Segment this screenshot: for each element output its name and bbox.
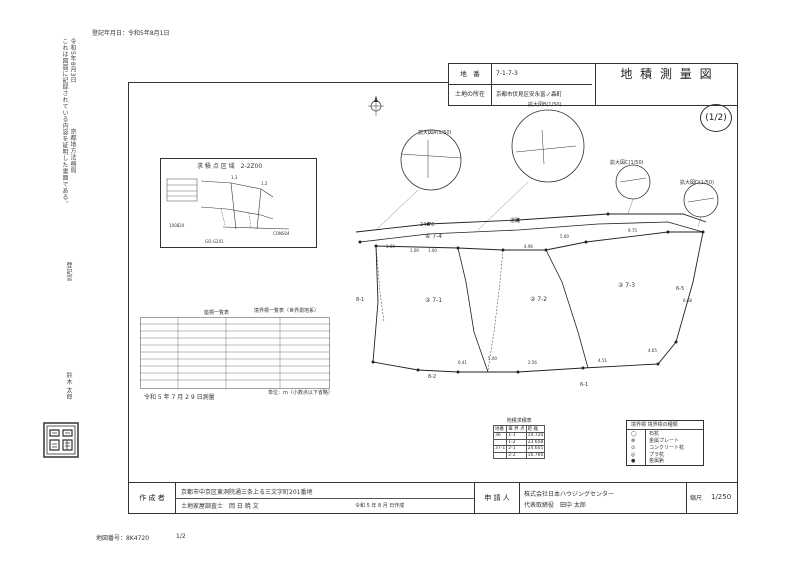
key-map-title: 求 積 点 区 域 2-2Z00 bbox=[197, 163, 263, 170]
bottom-info-block: 作 成 者 京都市中京区東洞院通三条上る三文字町201番地 土地家屋調査士 岡 … bbox=[128, 482, 738, 514]
lot-label-3: ② 7-2 bbox=[530, 296, 548, 303]
road-label-4: 6-5 bbox=[676, 286, 685, 292]
detail-label-b: 拡大図B(1/50) bbox=[528, 102, 562, 108]
lot-label-1: ⑥ 7-4 bbox=[425, 233, 443, 240]
legend-marker-icon: ◎ bbox=[631, 452, 636, 458]
legend-marker-icon: ⊙ bbox=[631, 445, 636, 451]
svg-text:1.3: 1.3 bbox=[231, 175, 238, 180]
certification-office: 京都地方法務局 bbox=[69, 128, 76, 174]
area-col-point: 筆 界 点 bbox=[506, 425, 527, 433]
area-table-title: 地積求積表 bbox=[506, 418, 532, 424]
certification-text: これは図面に記録されている内容を証明した書面である。 bbox=[61, 38, 68, 207]
svg-text:4.96: 4.96 bbox=[524, 244, 533, 249]
svg-text:4.51: 4.51 bbox=[598, 358, 607, 363]
svg-text:1.2: 1.2 bbox=[261, 181, 268, 186]
detail-label-d: 拡大図D(1/50) bbox=[680, 180, 714, 186]
page-number: 1/2 bbox=[176, 533, 186, 540]
svg-text:CONS04: CONS04 bbox=[273, 231, 290, 236]
legend-item: 石杭 bbox=[649, 431, 660, 437]
scale-label: 縮尺 bbox=[690, 495, 703, 502]
area-col-lot: 地番 bbox=[492, 425, 508, 433]
dimension-top: 24.76 bbox=[420, 222, 435, 228]
drawing-title: 地 積 測 量 図 bbox=[620, 67, 714, 81]
survey-table-title: 座標一覧表 bbox=[204, 310, 230, 316]
svg-text:1.00: 1.00 bbox=[410, 248, 419, 253]
north-arrow-icon bbox=[368, 96, 384, 116]
title-block: 地 番 7-1-7-3 土地の所在 京都市伏見区安永富ノ森町 地 積 測 量 図 bbox=[448, 63, 738, 106]
legend-item: コンクリート杭 bbox=[649, 445, 685, 451]
svg-text:9.75: 9.75 bbox=[628, 228, 637, 233]
chiban-label: 地 番 bbox=[449, 64, 492, 85]
applicant-label: 申 請 人 bbox=[475, 483, 520, 513]
certification-date: 令和5年8月3日 bbox=[69, 38, 76, 84]
table-row: 地番 筆 界 点 距 離 bbox=[492, 425, 546, 433]
svg-text:GO-G201: GO-G201 bbox=[205, 239, 224, 244]
legend-item: 金属プレート bbox=[649, 438, 680, 444]
location-label: 土地の所在 bbox=[449, 85, 492, 105]
road-label-3: 6-1 bbox=[580, 382, 589, 388]
survey-plan: 1.00 1.00 1.00 4.96 5.00 9.75 6.41 5.00 2.56 4… bbox=[355, 96, 719, 374]
svg-text:4.65: 4.65 bbox=[648, 348, 657, 353]
detail-label-a: 拡大図A(1/50) bbox=[418, 130, 452, 136]
maker-registrant: 土地家屋調査士 岡 日 暁 文 bbox=[181, 503, 259, 510]
official-label: 登記官 bbox=[65, 262, 72, 282]
legend-item: プラ杭 bbox=[649, 452, 665, 458]
legend-marker-icon: ⊗ bbox=[631, 438, 636, 444]
area-col-distance: 距 離 bbox=[525, 425, 546, 433]
applicant-representative: 代表取締役 田中 太郎 bbox=[524, 502, 586, 509]
key-map-inset: 求 積 点 区 域 2-2Z00 1.3 1.2 100820 GO-G201 … bbox=[160, 158, 317, 248]
location-value: 京都市伏見区安永富ノ森町 bbox=[496, 92, 563, 98]
legend-item: 金属鋲 bbox=[649, 458, 665, 464]
legend: 境界標 境界標の種類 ◯ 石杭 ⊗ 金属プレート ⊙ コンクリート杭 ◎ プラ杭… bbox=[626, 420, 704, 466]
legend-marker-icon: ● bbox=[631, 458, 636, 464]
lot-label-4: ② 7-3 bbox=[618, 282, 636, 289]
issue-date: 登記年月日：令和5年8月1日 bbox=[92, 30, 170, 37]
svg-text:5.00: 5.00 bbox=[560, 234, 569, 239]
scale-value: 1/250 bbox=[711, 493, 732, 501]
sheet-marker: (1/2) bbox=[700, 104, 732, 132]
legend-marker-icon: ◯ bbox=[631, 431, 637, 437]
road-label-2: 8-2 bbox=[428, 374, 437, 380]
svg-text:5.00: 5.00 bbox=[488, 356, 497, 361]
road-name: 道路 bbox=[510, 218, 521, 224]
chiban-value: 7-1-7-3 bbox=[492, 64, 592, 85]
applicant-company: 株式会社日本ハウジングセンター bbox=[524, 491, 615, 498]
survey-footnote: 単位：m（小数点以下省略） bbox=[268, 390, 333, 396]
maker-address: 京都市中京区東洞院通三条上る三文字町201番地 bbox=[181, 489, 313, 496]
lot-label-2: ② 7-1 bbox=[425, 297, 443, 304]
maker-date: 令和 5 年 8 月 日作成 bbox=[355, 503, 405, 509]
svg-text:6.68: 6.68 bbox=[683, 298, 692, 303]
road-label-1: 8-1 bbox=[356, 297, 365, 303]
survey-date: 令和 5 年 7 月 2 9 日測量 bbox=[144, 394, 215, 401]
official-name: 鈴木 太郎 bbox=[65, 372, 72, 401]
svg-text:1.00: 1.00 bbox=[428, 248, 437, 253]
svg-text:2.56: 2.56 bbox=[528, 360, 537, 365]
svg-text:6.41: 6.41 bbox=[458, 360, 467, 365]
survey-table-title2: 境界標一覧表（世界測地系） bbox=[254, 308, 320, 314]
detail-label-c: 拡大図C(1/50) bbox=[610, 160, 644, 166]
svg-text:1.00: 1.00 bbox=[386, 244, 395, 249]
legend-title: 境界標 境界標の種類 bbox=[631, 422, 678, 428]
svg-text:100820: 100820 bbox=[169, 223, 185, 228]
doc-number: 地図番号：8K4720 bbox=[96, 535, 150, 542]
official-seal bbox=[43, 422, 79, 458]
maker-label: 作 成 者 bbox=[129, 483, 176, 513]
